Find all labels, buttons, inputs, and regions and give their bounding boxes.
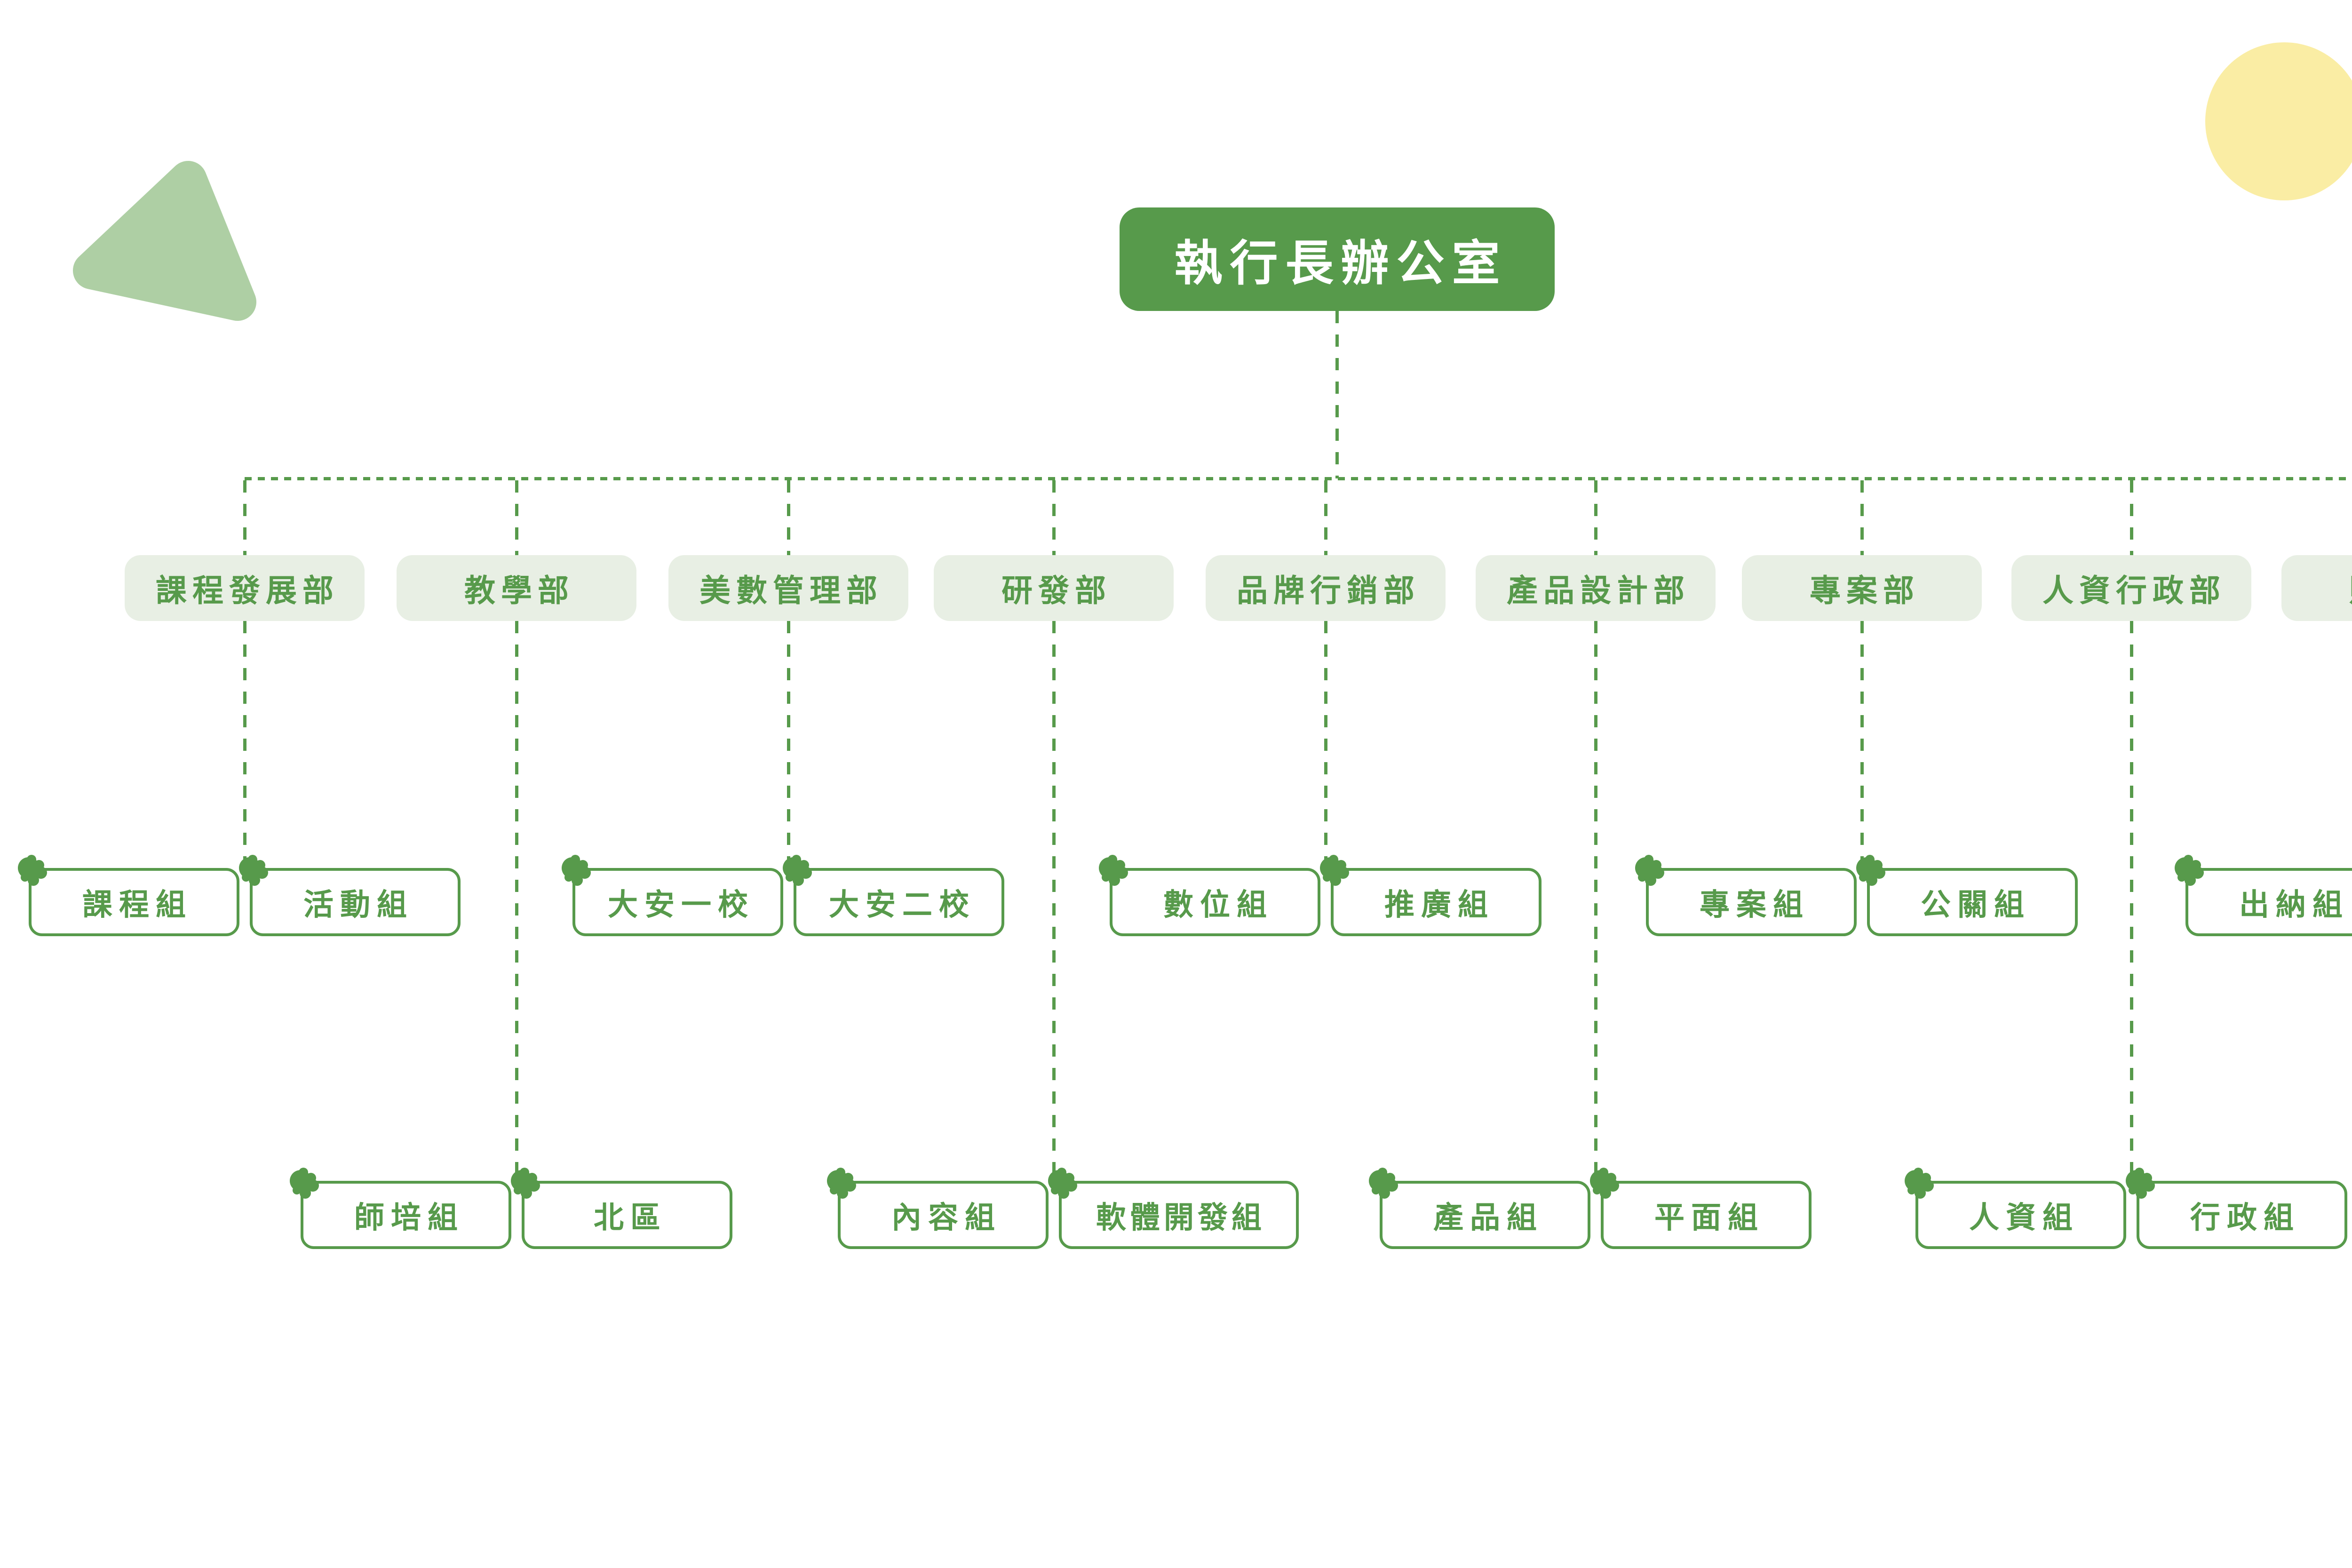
leaf-label: 推廣組 — [1384, 887, 1494, 922]
leaf-label: 活動組 — [303, 887, 413, 922]
connector-stub-6 — [1860, 480, 1864, 555]
connector-drop-3 — [1052, 621, 1056, 1183]
dept-node-curriculum-dev: 課程發展部 — [125, 555, 365, 621]
corner-dot-icon — [1048, 1170, 1070, 1192]
connector-drop-2 — [787, 621, 790, 870]
leaf-label: 師培組 — [354, 1200, 464, 1234]
corner-dot-icon — [511, 1170, 532, 1192]
leaf-label: 課程組 — [82, 887, 192, 922]
connector-stub-2 — [787, 480, 790, 555]
leaf-label: 人資組 — [1969, 1200, 2079, 1234]
leaf-label: 大安一校 — [608, 887, 755, 922]
dept-node-brand-marketing: 品牌行銷部 — [1206, 555, 1446, 621]
dept-node-product-design: 產品設計部 — [1476, 555, 1716, 621]
connector-root — [1335, 311, 1339, 478]
decor-circle-shape — [2205, 42, 2352, 200]
corner-dot-icon — [827, 1170, 849, 1192]
connector-stub-0 — [243, 480, 246, 555]
leaf-node-promotion-team: 推廣組 — [1320, 857, 1542, 936]
leaf-label: 數位組 — [1163, 887, 1273, 922]
corner-dot-icon — [1856, 857, 1878, 879]
connector-stub-7 — [2130, 480, 2133, 555]
corner-dot-icon — [1590, 1170, 1612, 1192]
dept-node-project: 專案部 — [1742, 555, 1982, 621]
leaf-label: 軟體開發組 — [1096, 1200, 1265, 1234]
corner-dot-icon — [1320, 857, 1342, 879]
corner-dot-icon — [18, 857, 40, 879]
leaf-label: 大安二校 — [829, 887, 976, 922]
corner-dot-icon — [1635, 857, 1657, 879]
leaf-node-daan-campus-2: 大安二校 — [783, 857, 1004, 936]
leaf-node-graphic-team: 平面組 — [1590, 1170, 1812, 1249]
decor-triangle-shape — [73, 161, 256, 321]
leaf-node-digital-team: 數位組 — [1099, 857, 1320, 936]
connector-drop-0 — [243, 621, 246, 870]
leaf-label: 出納組 — [2239, 887, 2349, 922]
leaf-node-activity-team: 活動組 — [239, 857, 461, 936]
corner-dot-icon — [239, 857, 261, 879]
leaf-node-product-team: 產品組 — [1369, 1170, 1590, 1249]
dept-node-rnd: 研發部 — [934, 555, 1174, 621]
leaf-label: 內容組 — [891, 1200, 1001, 1234]
connector-drop-7 — [2130, 621, 2133, 1183]
leaf-node-daan-campus-1: 大安一校 — [562, 857, 783, 936]
corner-dot-icon — [783, 857, 804, 879]
connector-trunk — [245, 477, 2352, 480]
leaf-label: 產品組 — [1433, 1200, 1543, 1234]
connector-stub-5 — [1594, 480, 1597, 555]
leaf-node-curriculum-team: 課程組 — [18, 857, 239, 936]
corner-dot-icon — [562, 857, 583, 879]
leaf-node-north-district: 北區 — [511, 1170, 732, 1249]
leaf-label: 行政組 — [2190, 1200, 2300, 1234]
leaf-label: 北區 — [594, 1200, 667, 1234]
dept-node-teaching: 教學部 — [397, 555, 636, 621]
connector-drop-4 — [1324, 621, 1327, 870]
leaf-node-pr-team: 公關組 — [1856, 857, 2078, 936]
corner-dot-icon — [1905, 1170, 1926, 1192]
connector-drop-1 — [515, 621, 518, 1183]
dept-node-art-math-mgmt: 美數管理部 — [668, 555, 908, 621]
corner-dot-icon — [2175, 857, 2196, 879]
dept-node-hr-admin: 人資行政部 — [2011, 555, 2251, 621]
corner-dot-icon — [290, 1170, 311, 1192]
leaf-node-teacher-training-team: 師培組 — [290, 1170, 511, 1249]
leaf-label: 專案組 — [1700, 887, 1810, 922]
connector-stub-4 — [1324, 480, 1327, 555]
connector-drop-6 — [1860, 621, 1864, 870]
leaf-node-admin-team: 行政組 — [2126, 1170, 2347, 1249]
leaf-node-content-team: 內容組 — [827, 1170, 1049, 1249]
corner-dot-icon — [2126, 1170, 2147, 1192]
corner-dot-icon — [1099, 857, 1120, 879]
leaf-label: 公關組 — [1921, 887, 2031, 922]
leaf-node-software-dev-team: 軟體開發組 — [1048, 1170, 1299, 1249]
leaf-node-project-team: 專案組 — [1635, 857, 1857, 936]
connector-stub-3 — [1052, 480, 1056, 555]
leaf-node-cashier-team: 出納組 — [2175, 857, 2352, 936]
connector-drop-5 — [1594, 621, 1597, 1183]
connector-stub-1 — [515, 480, 518, 555]
root-node-ceo-office: 執行長辦公室 — [1120, 207, 1555, 311]
corner-dot-icon — [1369, 1170, 1391, 1192]
leaf-label: 平面組 — [1654, 1200, 1764, 1234]
leaf-node-hr-team: 人資組 — [1905, 1170, 2126, 1249]
dept-node-finance: 財務部 — [2281, 555, 2352, 621]
